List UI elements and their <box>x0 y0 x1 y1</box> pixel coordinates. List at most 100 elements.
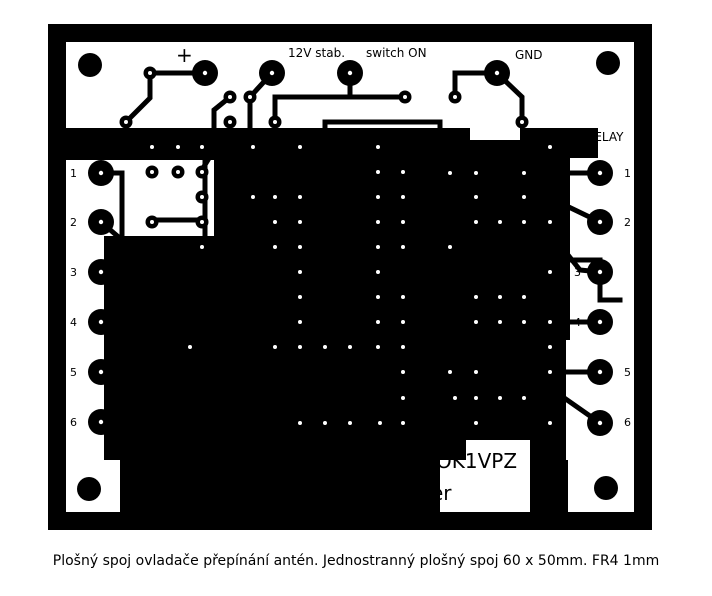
pad-drill-hole <box>401 170 405 174</box>
pad-drill-hole <box>273 220 277 224</box>
pad-drill-hole <box>522 396 526 400</box>
label-relay: RELAY <box>586 130 624 144</box>
pad-drill-hole <box>98 219 104 225</box>
pad-drill-hole <box>474 370 478 374</box>
pad-drill-hole <box>273 120 277 124</box>
pad-drill-hole <box>298 245 302 249</box>
pad-drill-hole <box>273 345 277 349</box>
pad-drill-hole <box>548 345 552 349</box>
pad-drill-hole <box>150 145 154 149</box>
pad-drill-hole <box>188 345 192 349</box>
pad-drill-hole <box>378 421 382 425</box>
pad-drill-hole <box>98 269 104 275</box>
pad-drill-hole <box>474 295 478 299</box>
left-port-label: 2 <box>70 216 77 229</box>
pad-drill-hole <box>298 270 302 274</box>
pad-drill-hole <box>597 170 603 176</box>
pad-drill-hole <box>251 195 255 199</box>
pad-drill-hole <box>597 269 603 275</box>
mounting-hole-bottom-right <box>594 476 618 500</box>
pad-drill-hole <box>323 345 327 349</box>
pad-drill-hole <box>251 145 255 149</box>
pad-drill-hole <box>273 195 277 199</box>
pad-drill-hole <box>98 369 104 375</box>
pad-drill-hole <box>298 345 302 349</box>
label-12v: 12V stab. <box>288 46 345 60</box>
pad-drill-hole <box>376 170 380 174</box>
relay-port-label: 1 <box>624 167 631 180</box>
pad-drill-hole <box>298 421 302 425</box>
pad-drill-hole <box>348 345 352 349</box>
pad-drill-hole <box>474 421 478 425</box>
pad-drill-hole <box>453 396 457 400</box>
board-title: A 55 antenna switch controller <box>145 481 452 505</box>
pad-drill-hole <box>176 145 180 149</box>
pad-drill-hole <box>148 71 152 75</box>
label-gnd: GND <box>515 48 543 62</box>
pad-drill-hole <box>200 245 204 249</box>
pad-drill-hole <box>298 295 302 299</box>
pad-drill-hole <box>376 320 380 324</box>
pad-drill-hole <box>200 220 204 224</box>
pad-drill-hole <box>522 195 526 199</box>
pad-drill-hole <box>98 170 104 176</box>
left-port-label: 6 <box>70 416 77 429</box>
pad-drill-hole <box>401 245 405 249</box>
pad-drill-hole <box>269 70 275 76</box>
pad-drill-hole <box>376 270 380 274</box>
pad-drill-hole <box>298 145 302 149</box>
pad-drill-hole <box>522 320 526 324</box>
label-plus: + <box>176 43 193 67</box>
pad-drill-hole <box>597 219 603 225</box>
relay-port-label: 3 <box>574 266 581 279</box>
pad-drill-hole <box>347 70 353 76</box>
pad-drill-hole <box>520 120 524 124</box>
silkscreen: + 12V stab. switch ON GND RELAY LED 1 1 … <box>70 43 631 505</box>
pad-drill-hole <box>498 320 502 324</box>
pad-drill-hole <box>273 245 277 249</box>
pad-drill-hole <box>228 120 232 124</box>
mounting-hole-top-right <box>596 51 620 75</box>
pad-drill-hole <box>494 70 500 76</box>
pad-drill-hole <box>548 370 552 374</box>
pad-drill-hole <box>401 370 405 374</box>
left-port-label: 4 <box>70 316 77 329</box>
pad-drill-hole <box>474 171 478 175</box>
relay-port-label: 2 <box>624 216 631 229</box>
left-port-label: 5 <box>70 366 77 379</box>
pad-drill-hole <box>522 295 526 299</box>
pad-drill-hole <box>597 420 603 426</box>
pad-drill-hole <box>150 170 154 174</box>
pad-drill-hole <box>228 95 232 99</box>
label-led: LED <box>122 343 146 357</box>
pad-drill-hole <box>548 320 552 324</box>
pad-drill-hole <box>401 421 405 425</box>
pad-drill-hole <box>401 295 405 299</box>
pad-drill-hole <box>98 319 104 325</box>
pad-drill-hole <box>522 220 526 224</box>
pad-drill-hole <box>298 220 302 224</box>
pad-drill-hole <box>200 195 204 199</box>
relay-port-label: 5 <box>624 366 631 379</box>
pad-drill-hole <box>376 220 380 224</box>
pads <box>88 60 613 436</box>
mounting-holes <box>66 42 634 512</box>
pad-drill-hole <box>348 421 352 425</box>
pad-drill-hole <box>98 419 104 425</box>
pad-drill-hole <box>376 195 380 199</box>
pad-drill-hole <box>200 170 204 174</box>
pad-drill-hole <box>448 370 452 374</box>
label-switch-on: switch ON <box>366 46 427 60</box>
pad-drill-hole <box>498 220 502 224</box>
pad-drill-hole <box>474 320 478 324</box>
relay-port-label: 4 <box>574 316 581 329</box>
pad-drill-hole <box>376 245 380 249</box>
pad-drill-hole <box>124 120 128 124</box>
mounting-hole-bottom-left <box>77 477 101 501</box>
left-port-label: 1 <box>70 167 77 180</box>
callsign: OK1VPZ <box>436 449 517 473</box>
pad-drill-hole <box>150 220 154 224</box>
pad-drill-hole <box>474 396 478 400</box>
left-port-label: 3 <box>70 266 77 279</box>
